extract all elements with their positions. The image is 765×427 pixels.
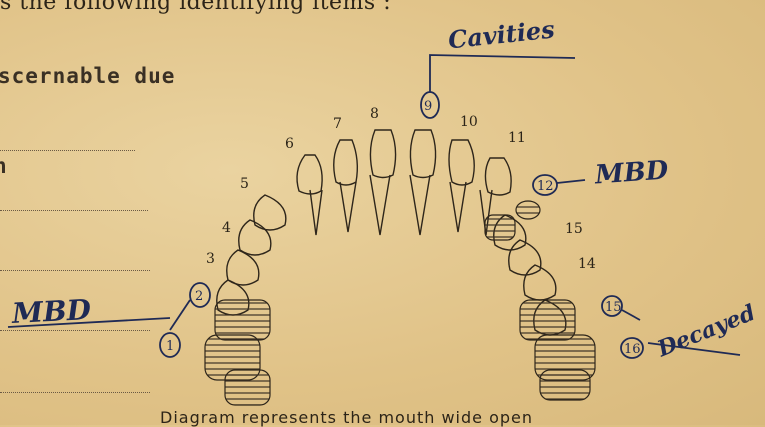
annotation-mbd-left: MBD <box>11 293 92 330</box>
diagram-caption: Diagram represents the mouth wide open <box>160 408 533 427</box>
pen-circles <box>8 55 740 358</box>
tooth-number: 6 <box>285 136 294 152</box>
circled-number: 15 <box>605 300 622 315</box>
circled-number: 1 <box>166 339 174 354</box>
circled-number: 2 <box>195 289 203 304</box>
circled-number: 16 <box>624 342 641 357</box>
tooth-number: 4 <box>222 220 231 236</box>
hatched-teeth <box>205 201 595 405</box>
tooth-number: 15 <box>565 221 583 237</box>
tooth-number: 11 <box>508 130 526 146</box>
tooth-number: 7 <box>333 116 342 132</box>
tooth-number: 14 <box>578 256 596 272</box>
circled-number: 12 <box>537 179 554 194</box>
tooth-number: 10 <box>460 114 478 130</box>
tooth-number: 5 <box>240 176 249 192</box>
tooth-number: 3 <box>206 251 215 267</box>
tooth-number: 8 <box>370 106 379 122</box>
circled-number: 9 <box>424 99 432 114</box>
annotation-mbd-right: MBD <box>594 155 669 190</box>
